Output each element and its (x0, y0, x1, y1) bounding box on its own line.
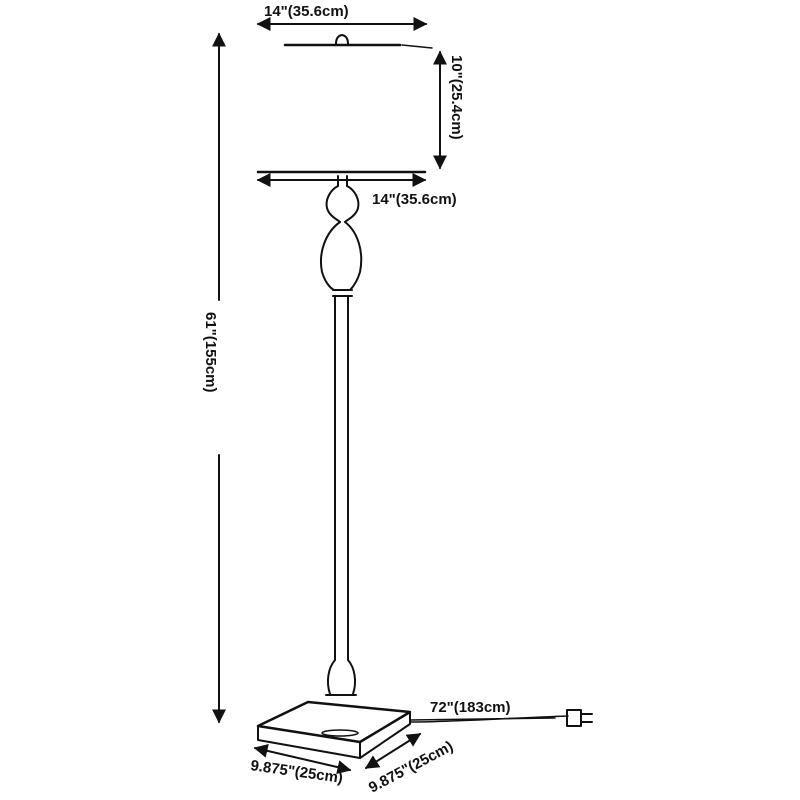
lamp-base (256, 700, 412, 759)
ornament-right (344, 185, 360, 223)
dim-base-depth (364, 733, 422, 769)
cord-line-2 (409, 717, 556, 721)
shade-top-rim-edge (401, 44, 433, 49)
vase-left (320, 221, 341, 291)
label-total-height: 61"(155cm) (202, 312, 219, 393)
plug-body (566, 709, 582, 727)
lamp-shade (256, 34, 433, 174)
label-shade-top-width: 14"(35.6cm) (264, 3, 349, 20)
vase-right (344, 221, 363, 291)
lamp-body (320, 175, 363, 696)
power-cord (409, 709, 593, 727)
pole (334, 295, 349, 661)
label-base-width: 9.875"(25cm) (249, 757, 343, 787)
label-shade-bottom-width: 14"(35.6cm) (372, 191, 457, 208)
base-sides (257, 711, 411, 759)
collar (332, 289, 353, 297)
label-shade-height: 10"(25.4cm) (448, 55, 465, 140)
base-foot-ellipse (321, 729, 359, 737)
ornament-left (325, 185, 341, 223)
plug-prongs (580, 713, 593, 723)
label-cord-length: 72"(183cm) (430, 699, 511, 716)
dim-base-width (253, 744, 352, 774)
finial (335, 34, 349, 45)
label-base-depth: 9.875"(25cm) (366, 738, 456, 797)
foot-left (326, 659, 336, 695)
dimension-lines (212, 17, 447, 774)
foot-right (347, 659, 357, 695)
dimension-labels: 14"(35.6cm) 10"(25.4cm) 14"(35.6cm) 61"(… (202, 3, 511, 797)
